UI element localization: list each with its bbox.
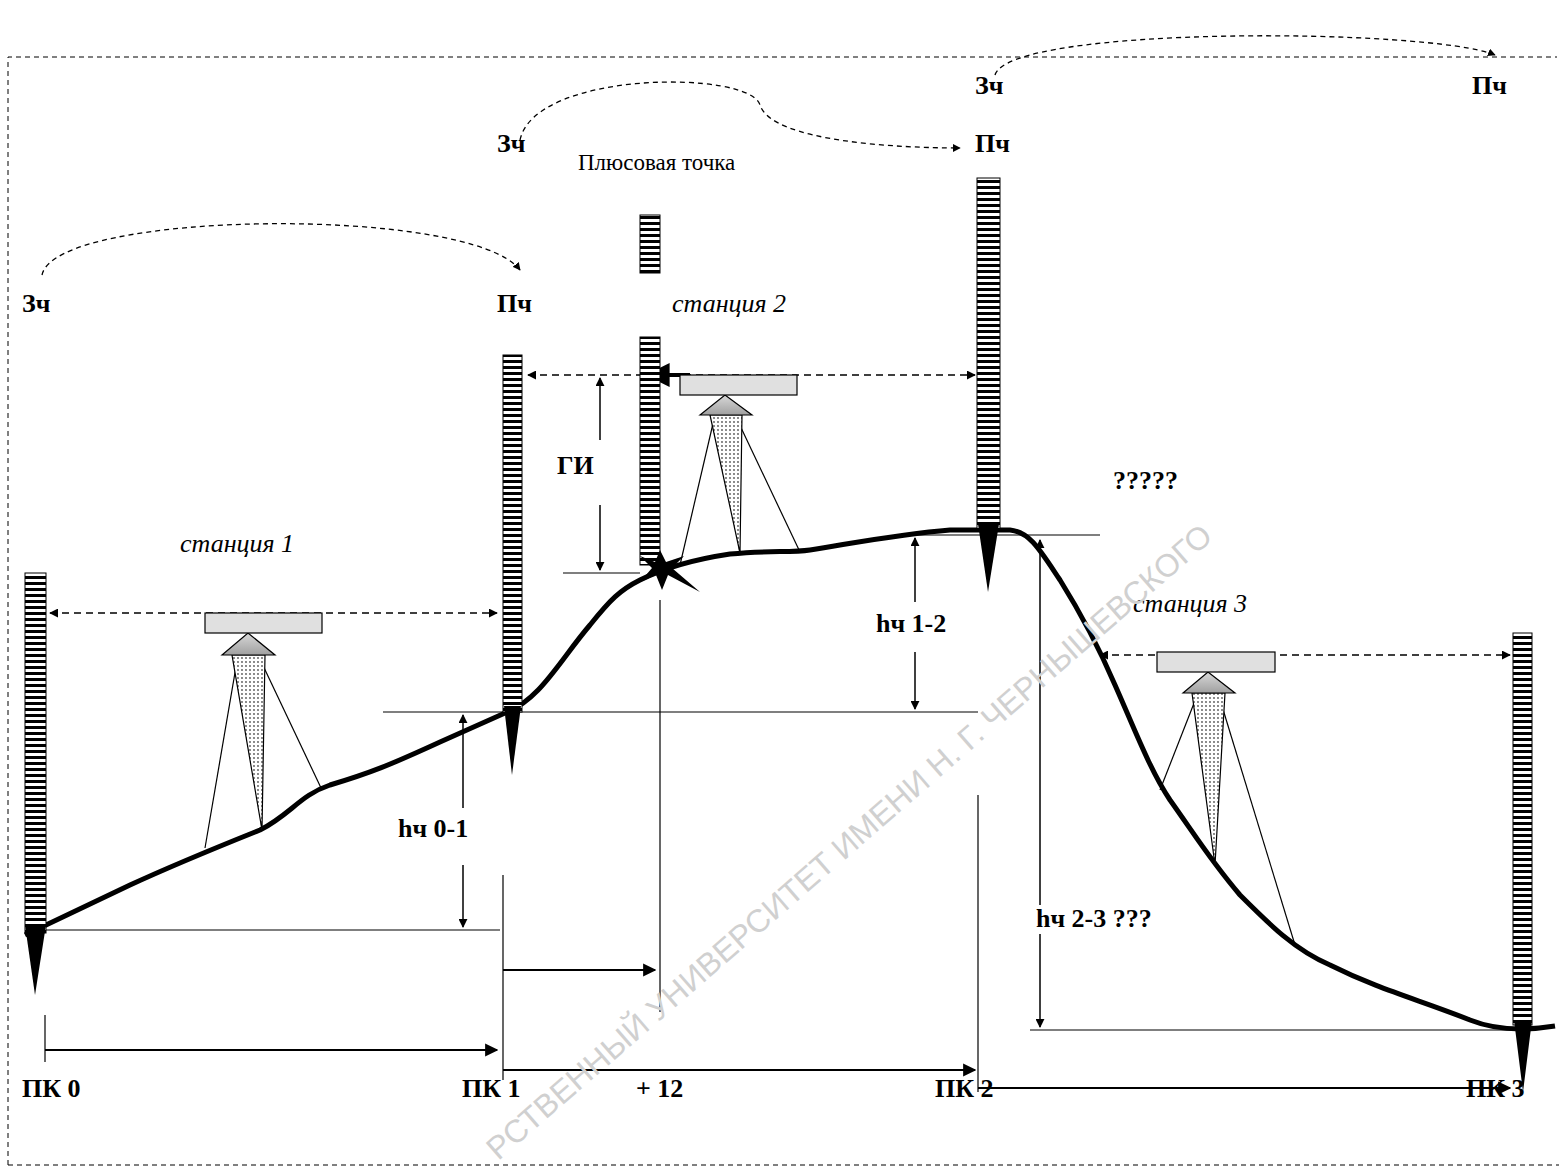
reading-fore: Пч	[1472, 72, 1507, 101]
transfer-arcs	[42, 36, 1495, 275]
sight-lines	[50, 375, 1510, 655]
picket-label: ПК 0	[22, 1075, 81, 1104]
station-label: станция 2	[672, 290, 786, 319]
ground-profile	[25, 530, 1555, 1029]
question-marks: ?????	[1113, 467, 1178, 496]
picket-label: ПК 3	[1466, 1075, 1525, 1104]
dimension-label: hч 2-3 ???	[1033, 905, 1155, 934]
reference-lines	[40, 535, 1515, 1092]
dimension-label: hч 1-2	[873, 610, 949, 639]
station-label: станция 1	[180, 530, 294, 559]
reading-back: Зч	[497, 130, 525, 159]
dimension-label: hч 0-1	[398, 815, 468, 844]
pegs	[25, 524, 1532, 1092]
picket-label: ПК 1	[462, 1075, 521, 1104]
chainage-arrows	[45, 970, 1510, 1088]
reading-fore: Пч	[497, 290, 532, 319]
note: Плюсовая точка	[578, 150, 735, 175]
reading-back: Зч	[22, 290, 50, 319]
reading-back: Зч	[975, 72, 1003, 101]
dimension-label: ГИ	[557, 452, 594, 481]
reading-fore: Пч	[975, 130, 1010, 159]
frame	[8, 57, 1559, 1165]
picket-label: + 12	[636, 1075, 683, 1104]
level-instruments	[205, 375, 1295, 945]
picket-label: ПК 2	[935, 1075, 994, 1104]
